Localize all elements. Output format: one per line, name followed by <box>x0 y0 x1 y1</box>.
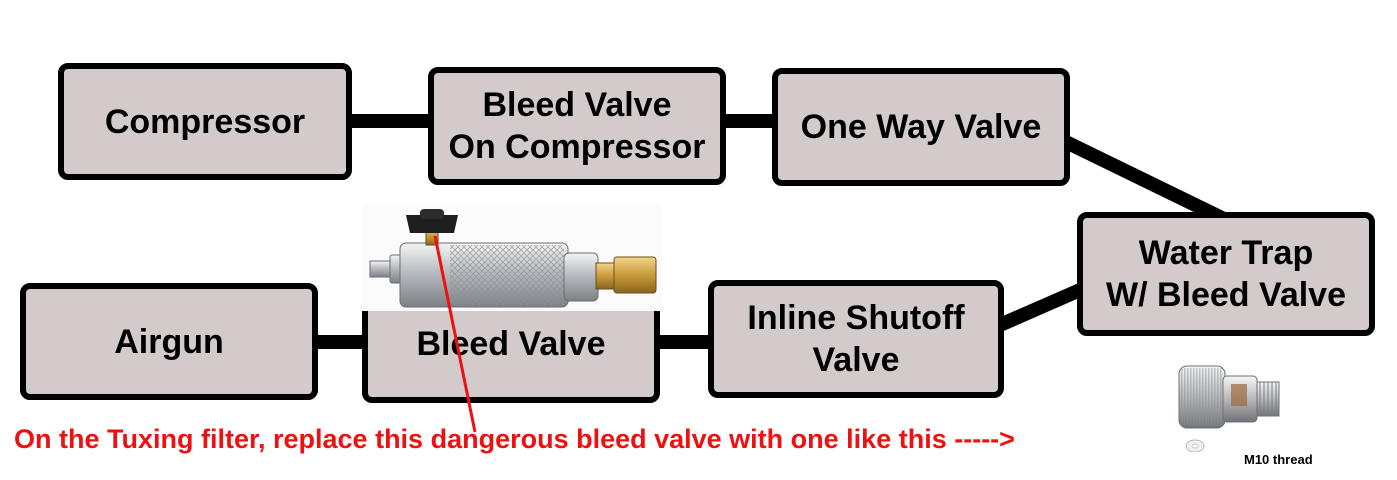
node-one-way-valve: One Way Valve <box>772 68 1070 186</box>
node-water-trap: Water Trap W/ Bleed Valve <box>1077 212 1375 336</box>
annotation-pointer <box>433 235 477 433</box>
node-compressor: Compressor <box>58 63 352 180</box>
pointer-line <box>433 235 477 433</box>
connectors <box>316 114 1226 349</box>
node-inline-shutoff-valve: Inline Shutoff Valve <box>708 280 1004 398</box>
node-airgun: Airgun <box>20 283 318 400</box>
thread-label: M10 thread <box>1244 452 1313 467</box>
bleed-valve-photo <box>362 205 662 311</box>
connector-watertrap-shutoff <box>997 283 1083 332</box>
annotation-text: On the Tuxing filter, replace this dange… <box>14 424 1015 454</box>
node-bleed-valve-on-compressor: Bleed Valve On Compressor <box>428 67 726 185</box>
connector-oneway-watertrap <box>1062 135 1226 225</box>
replacement-valve-photo <box>1175 360 1285 452</box>
